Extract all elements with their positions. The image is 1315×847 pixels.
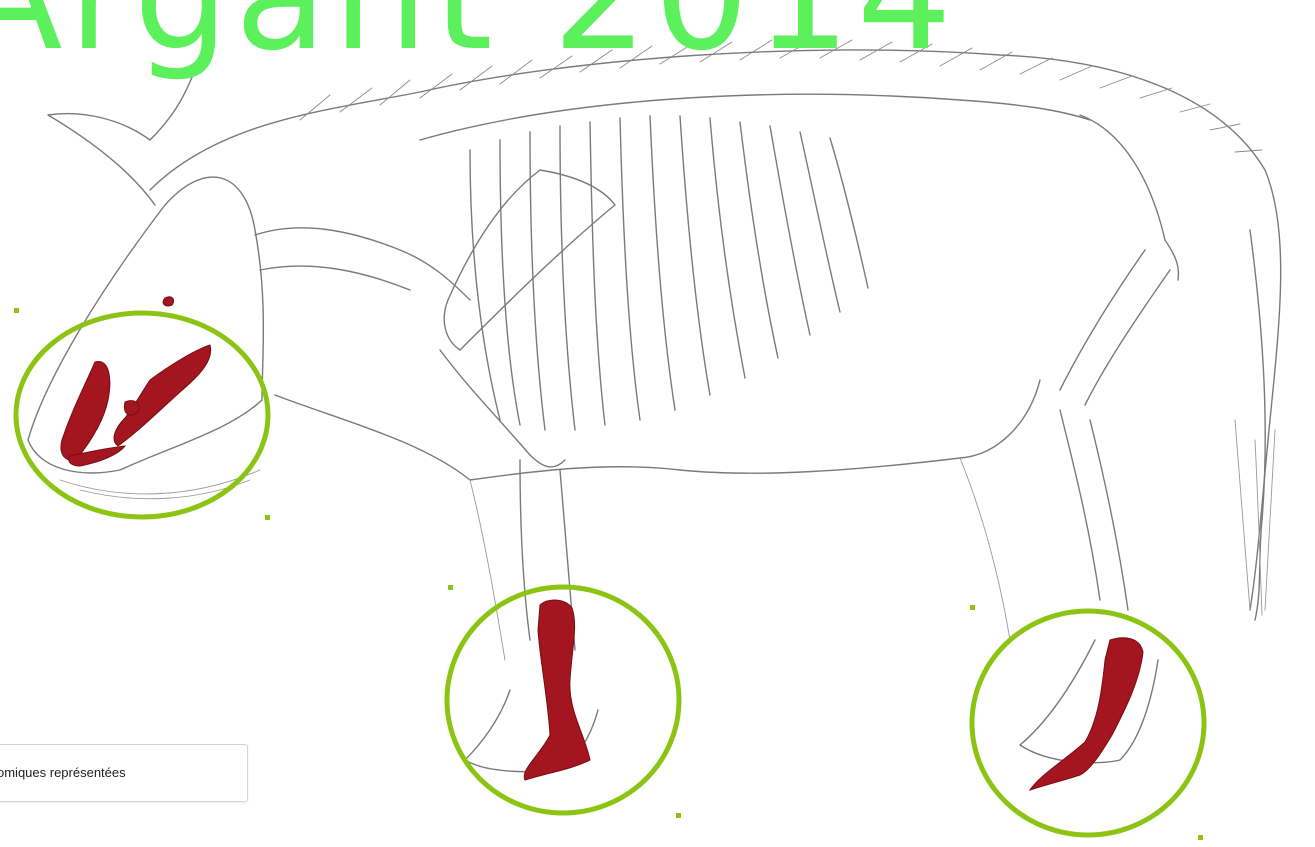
mane-hair bbox=[300, 40, 1262, 152]
highlight-circle-hind-foot bbox=[972, 611, 1204, 835]
hind-tibia bbox=[1060, 410, 1128, 610]
legend-label: omiques représentées bbox=[0, 765, 126, 780]
femur bbox=[1060, 250, 1170, 405]
jaw-hair bbox=[60, 470, 260, 499]
incisor-highlight bbox=[163, 297, 173, 306]
front-foot-highlight bbox=[524, 600, 590, 780]
skull bbox=[28, 177, 263, 473]
belly-outline bbox=[275, 380, 1040, 480]
highlighted-bones bbox=[61, 297, 1143, 790]
scapula bbox=[444, 170, 615, 350]
tail-hair bbox=[1235, 420, 1275, 615]
ribs bbox=[470, 116, 868, 430]
tail bbox=[1250, 230, 1265, 620]
neck-vertebrae bbox=[255, 228, 470, 300]
spine bbox=[420, 94, 1090, 140]
front-leg-upper bbox=[440, 350, 565, 467]
skull-bone-highlight bbox=[61, 362, 110, 461]
tooth-fragment-highlight bbox=[124, 401, 139, 415]
mandible-bone-highlight bbox=[114, 345, 211, 446]
pelvis bbox=[1080, 115, 1178, 280]
legend-box: omiques représentées bbox=[0, 744, 248, 802]
ear bbox=[48, 70, 195, 205]
hind-foot-highlight bbox=[1030, 638, 1143, 790]
